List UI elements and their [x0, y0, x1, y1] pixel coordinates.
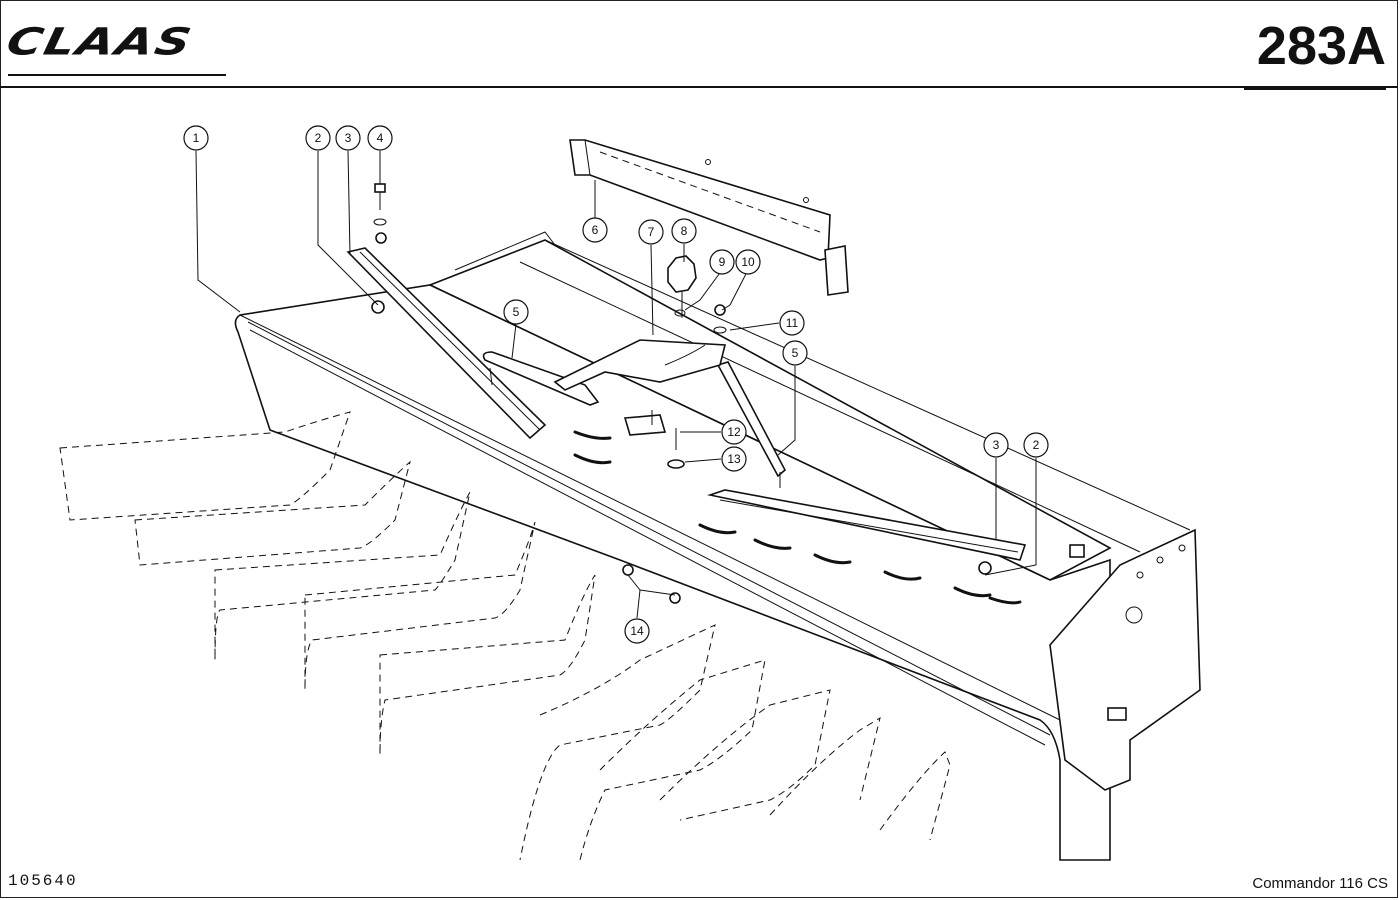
logo-underline [8, 74, 226, 76]
svg-text:10: 10 [741, 255, 755, 269]
callout-2-right: 2 [1023, 432, 1049, 458]
left-angle-bracket [346, 247, 547, 440]
svg-text:8: 8 [681, 224, 688, 238]
housing-body [234, 284, 1111, 861]
svg-text:5: 5 [792, 346, 799, 360]
callout-14: 14 [624, 618, 650, 644]
tie-rods [482, 351, 787, 488]
callout-6: 6 [582, 217, 608, 243]
housing-back-wall [427, 231, 1191, 581]
svg-text:1: 1 [193, 131, 200, 145]
svg-text:3: 3 [345, 131, 352, 145]
svg-text:14: 14 [630, 624, 644, 638]
callout-5-left: 5 [503, 299, 529, 325]
svg-text:6: 6 [592, 223, 599, 237]
right-angle-bracket [706, 489, 1085, 575]
callout-9: 9 [709, 249, 735, 275]
page-code-underline [1244, 88, 1386, 90]
leader-lines [195, 150, 1037, 619]
callout-5-right: 5 [782, 340, 808, 366]
svg-text:7: 7 [648, 225, 655, 239]
hardware [373, 183, 727, 604]
adjusting-plate [553, 255, 727, 391]
svg-text:13: 13 [727, 452, 741, 466]
svg-text:11: 11 [786, 316, 799, 330]
housing-slots [573, 430, 1022, 605]
callout-3: 3 [335, 125, 361, 151]
svg-text:5: 5 [513, 305, 520, 319]
svg-text:9: 9 [719, 255, 726, 269]
callout-11: 11 [779, 310, 805, 336]
svg-text:2: 2 [315, 131, 322, 145]
callout-1: 1 [183, 125, 209, 151]
svg-text:2: 2 [1033, 438, 1040, 452]
svg-text:4: 4 [377, 131, 384, 145]
callout-3-right: 3 [983, 432, 1009, 458]
drawing-number: 105640 [8, 872, 78, 890]
cover-plate [569, 139, 849, 296]
callout-2: 2 [305, 125, 331, 151]
svg-text:12: 12 [727, 425, 741, 439]
header-rule [0, 86, 1398, 88]
callout-7: 7 [638, 219, 664, 245]
right-side-plate [1049, 528, 1201, 791]
model-name: Commandor 116 CS [1252, 875, 1388, 892]
svg-text:3: 3 [993, 438, 1000, 452]
flaps [59, 411, 951, 861]
callout-12: 12 [721, 419, 747, 445]
page-code: 283A [1256, 16, 1386, 76]
callout-13: 13 [721, 446, 747, 472]
callout-4: 4 [367, 125, 393, 151]
callout-8: 8 [671, 218, 697, 244]
callout-10: 10 [735, 249, 761, 275]
